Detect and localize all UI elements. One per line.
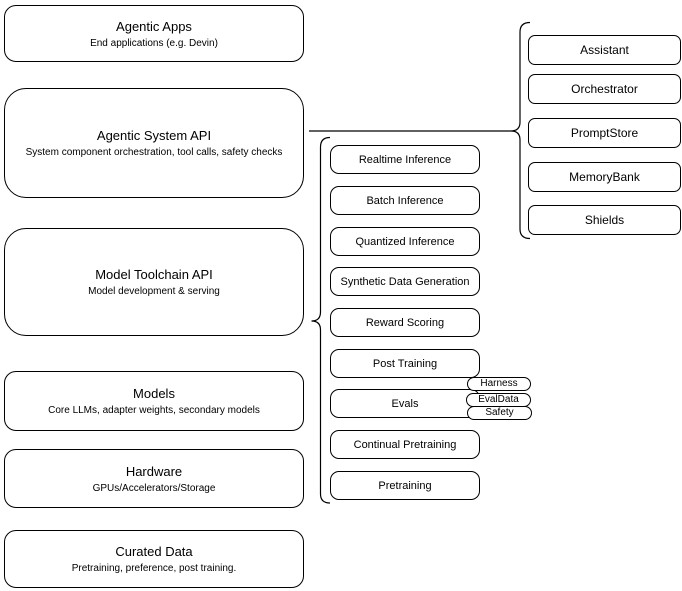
box-label: Continual Pretraining	[353, 438, 457, 451]
box-label: Synthetic Data Generation	[340, 275, 470, 288]
box-subtitle: Pretraining, preference, post training.	[71, 563, 237, 574]
toolchain-item-pretraining: Pretraining	[330, 471, 480, 500]
box-title: Agentic Apps	[116, 18, 192, 34]
oval-label: EvalData	[478, 394, 519, 405]
toolchain-item-quantized-inference: Quantized Inference	[330, 227, 480, 256]
box-label: Shields	[584, 213, 625, 227]
box-model-toolchain-api: Model Toolchain API Model development & …	[4, 228, 304, 336]
box-models: Models Core LLMs, adapter weights, secon…	[4, 371, 304, 431]
box-label: Reward Scoring	[365, 316, 445, 329]
box-subtitle: Model development & serving	[88, 286, 220, 297]
eval-tag-evaldata: EvalData	[466, 393, 531, 407]
box-subtitle: End applications (e.g. Devin)	[90, 37, 218, 49]
box-label: Post Training	[372, 357, 438, 370]
component-assistant: Assistant	[528, 35, 681, 65]
component-memorybank: MemoryBank	[528, 162, 681, 192]
box-title: Curated Data	[115, 544, 193, 559]
box-label: Batch Inference	[366, 194, 444, 207]
box-label: MemoryBank	[569, 170, 640, 184]
box-label: Quantized Inference	[355, 235, 455, 248]
toolchain-item-evals: Evals	[330, 389, 480, 418]
box-label: Evals	[391, 397, 419, 410]
box-label: PromptStore	[570, 126, 639, 140]
toolchain-item-realtime-inference: Realtime Inference	[330, 145, 480, 174]
box-title: Models	[133, 386, 175, 401]
box-agentic-system-api: Agentic System API System component orch…	[4, 88, 304, 198]
box-subtitle: Core LLMs, adapter weights, secondary mo…	[48, 405, 260, 416]
toolchain-item-synthetic-data-generation: Synthetic Data Generation	[330, 267, 480, 296]
box-title: Hardware	[125, 463, 183, 479]
toolchain-item-reward-scoring: Reward Scoring	[330, 308, 480, 337]
oval-label: Safety	[485, 407, 514, 418]
box-agentic-apps: Agentic Apps End applications (e.g. Devi…	[4, 5, 304, 62]
oval-label: Harness	[480, 378, 518, 389]
component-shields: Shields	[528, 205, 681, 235]
box-title: Agentic System API	[96, 128, 212, 143]
box-label: Assistant	[580, 43, 629, 57]
box-label: Orchestrator	[571, 82, 638, 96]
box-title: Model Toolchain API	[95, 267, 213, 282]
right-group-brace	[510, 21, 531, 240]
box-label: Realtime Inference	[358, 153, 452, 166]
eval-tag-harness: Harness	[467, 377, 531, 391]
box-hardware: Hardware GPUs/Accelerators/Storage	[4, 449, 304, 508]
box-subtitle: System component orchestration, tool cal…	[25, 147, 283, 158]
box-label: Pretraining	[378, 479, 432, 492]
toolchain-item-batch-inference: Batch Inference	[330, 186, 480, 215]
middle-group-brace	[311, 136, 331, 504]
toolchain-item-continual-pretraining: Continual Pretraining	[330, 430, 480, 459]
toolchain-item-post-training: Post Training	[330, 349, 480, 378]
eval-tag-safety: Safety	[467, 406, 532, 420]
box-subtitle: GPUs/Accelerators/Storage	[92, 482, 216, 494]
box-curated-data: Curated Data Pretraining, preference, po…	[4, 530, 304, 588]
component-promptstore: PromptStore	[528, 118, 681, 148]
component-orchestrator: Orchestrator	[528, 74, 681, 104]
